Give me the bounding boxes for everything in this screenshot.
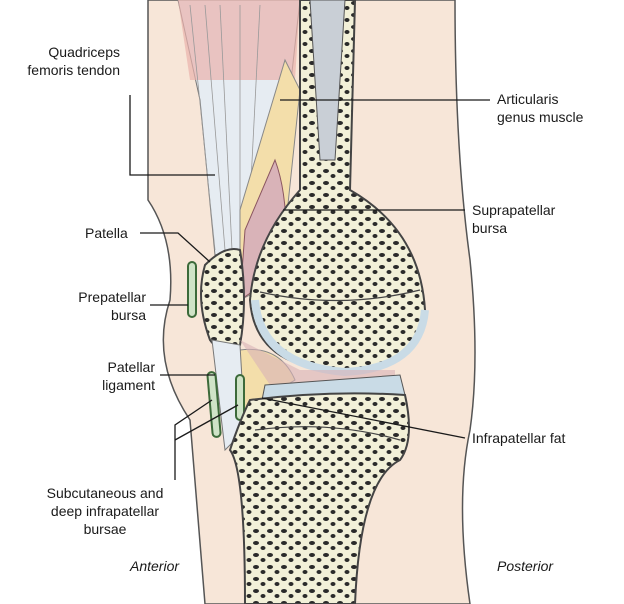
patella-bone — [200, 248, 245, 350]
prepatellar-bursa — [187, 261, 197, 318]
quadriceps-muscle — [178, 0, 300, 80]
label-line: genus muscle — [497, 109, 584, 125]
femur-marrow — [309, 0, 346, 161]
label-line: Patellar — [107, 359, 155, 375]
label-line: deep infrapatellar — [50, 503, 160, 519]
label-line: Quadriceps — [48, 44, 120, 60]
label-line: femoris tendon — [27, 62, 120, 78]
label-infrapatellar-fat: Infrapatellar fat — [472, 430, 566, 446]
label-posterior: Posterior — [497, 558, 554, 574]
subcutaneous-infrapatellar-bursa — [206, 371, 222, 438]
label-patella: Patella — [85, 225, 128, 241]
label-subcutaneous-deep-infrapatellar-bursae: Subcutaneous and deep infrapatellar burs… — [30, 484, 180, 538]
label-line: bursa — [110, 307, 146, 323]
label-anterior: Anterior — [130, 558, 180, 574]
leader-lines — [129, 95, 490, 480]
label-line: bursae — [83, 521, 127, 537]
label-line: Articularis — [497, 91, 559, 107]
label-prepatellar-bursa: Prepatellar bursa — [40, 288, 146, 324]
label-line: ligament — [102, 377, 155, 393]
label-suprapatellar-bursa: Suprapatellar bursa — [472, 201, 555, 237]
label-articularis-genus-muscle: Articularis genus muscle — [497, 90, 583, 126]
label-patellar-ligament: Patellar ligament — [60, 358, 155, 394]
label-line: Prepatellar — [78, 289, 146, 305]
label-quadriceps-femoris-tendon: Quadriceps femoris tendon — [10, 43, 120, 79]
label-line: bursa — [472, 220, 508, 236]
label-line: Suprapatellar — [472, 202, 556, 218]
label-line: Subcutaneous and — [46, 485, 164, 501]
tibia — [228, 392, 410, 604]
